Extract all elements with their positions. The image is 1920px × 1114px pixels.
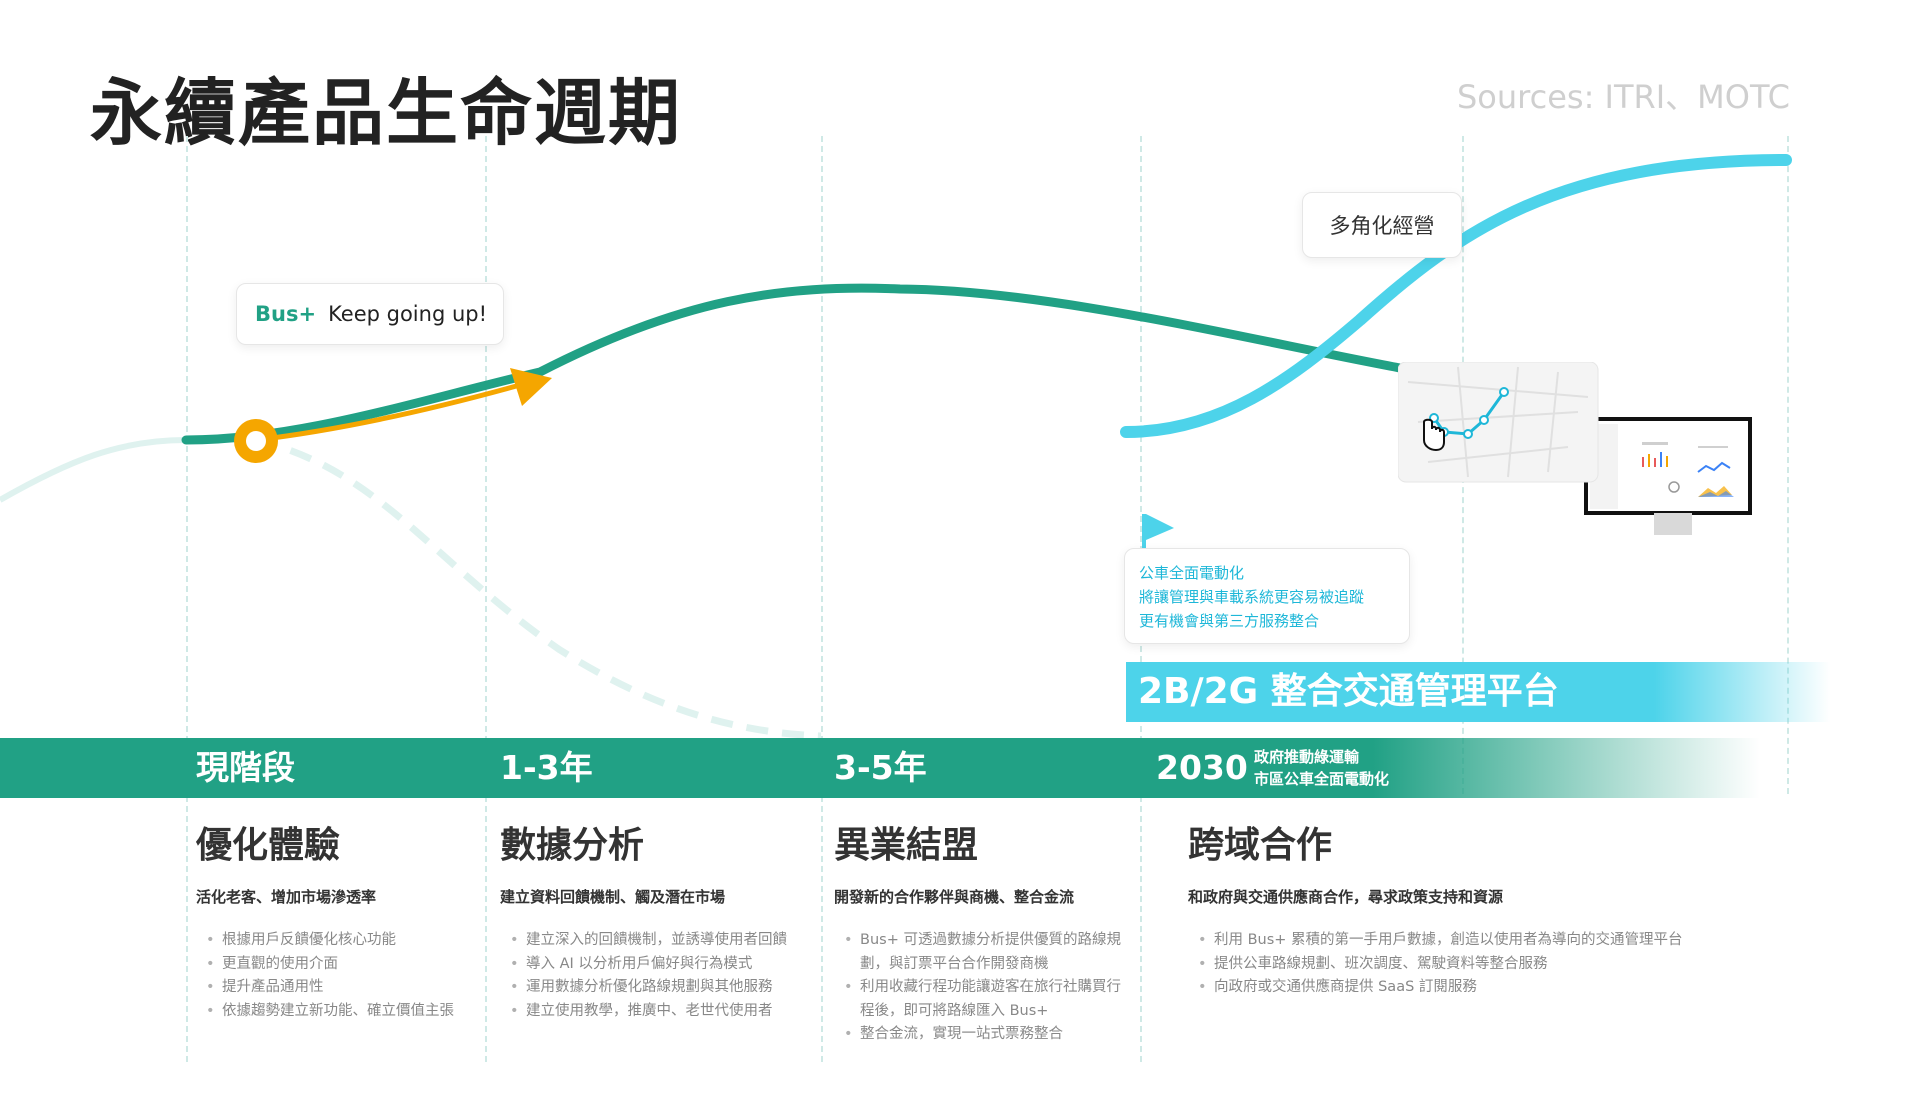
stage-subtitle: 開發新的合作夥伴與商機、整合金流 — [834, 888, 1075, 906]
stage-label-1-3: 1-3年 — [500, 748, 593, 787]
stage-bullets: Bus+ 可透過數據分析提供優質的路線規劃，與訂票平台合作開發商機 利用收藏行程… — [834, 929, 1124, 1047]
bullet-item: 利用收藏行程功能讓遊客在旅行社購買行程後，即可將路線匯入 Bus+ — [844, 976, 1124, 1023]
monitor-icon — [1584, 417, 1752, 535]
guide-line-2 — [485, 136, 487, 1062]
decline-dashed-curve — [255, 436, 822, 740]
stage-label-now: 現階段 — [196, 748, 295, 787]
guide-line-3 — [821, 136, 823, 1062]
bullet-item: 依據趨勢建立新功能、確立價值主張 — [206, 1000, 486, 1024]
stage-2030-note-2: 市區公車全面電動化 — [1254, 770, 1390, 788]
bullet-item: 提升產品通用性 — [206, 976, 486, 1000]
pointer-hand-icon — [1423, 418, 1445, 452]
stage-bullets: 利用 Bus+ 累積的第一手用戶數據，創造以使用者為導向的交通管理平台 提供公車… — [1188, 929, 1748, 1000]
stage-column-2030: 跨域合作 和政府與交通供應商合作，尋求政策支持和資源 利用 Bus+ 累積的第一… — [1188, 816, 1748, 1000]
stage-heading: 優化體驗 — [196, 825, 341, 866]
bus-plus-callout: Bus+ Keep going up! — [236, 283, 504, 345]
platform-growth-curve — [1120, 154, 1792, 438]
stage-column-1-3: 數據分析 建立資料回饋機制、觸及潛在市場 建立深入的回饋機制，並誘導使用者回饋 … — [500, 816, 810, 1023]
stage-subtitle: 和政府與交通供應商合作，尋求政策支持和資源 — [1188, 888, 1504, 906]
bullet-item: 更直觀的使用介面 — [206, 953, 486, 977]
stage-column-now: 優化體驗 活化老客、增加市場滲透率 根據用戶反饋優化核心功能 更直觀的使用介面 … — [196, 816, 486, 1023]
bullet-item: 根據用戶反饋優化核心功能 — [206, 929, 486, 953]
bullet-item: 運用數據分析優化路線規劃與其他服務 — [510, 976, 810, 1000]
bullet-item: 利用 Bus+ 累積的第一手用戶數據，創造以使用者為導向的交通管理平台 — [1198, 929, 1748, 953]
ev-note-line-1: 公車全面電動化 — [1139, 564, 1245, 582]
page-title: 永續產品生命週期 — [90, 71, 683, 155]
map-card — [1398, 362, 1599, 483]
bullet-item: 提供公車路線規劃、班次調度、駕駛資料等整合服務 — [1198, 953, 1748, 977]
stage-label-2030: 2030 — [1156, 748, 1248, 787]
guide-line-1 — [186, 136, 188, 1062]
sources-note: Sources: ITRI、MOTC — [1456, 78, 1790, 116]
product-mockups — [1398, 362, 1752, 535]
platform-label: 2B/2G 整合交通管理平台 — [1138, 671, 1559, 712]
growth-arrow-icon — [510, 368, 552, 406]
stage-subtitle: 活化老客、增加市場滲透率 — [196, 888, 377, 906]
ev-note-line-2: 將讓管理與車載系統更容易被追蹤 — [1139, 588, 1365, 606]
guide-line-6 — [1787, 136, 1789, 794]
previous-cycle-curve — [0, 437, 187, 503]
bullet-item: 整合金流，實現一站式票務整合 — [844, 1023, 1124, 1047]
growth-arrow-line — [255, 382, 521, 443]
stage-heading: 異業結盟 — [834, 825, 979, 866]
stage-heading: 跨域合作 — [1188, 825, 1333, 866]
stage-bullets: 根據用戶反饋優化核心功能 更直觀的使用介面 提升產品通用性 依據趨勢建立新功能、… — [196, 929, 486, 1023]
bullet-item: 向政府或交通供應商提供 SaaS 訂閱服務 — [1198, 976, 1748, 1000]
stage-label-3-5: 3-5年 — [834, 748, 927, 787]
bus-plus-tagline: Keep going up! — [328, 302, 488, 326]
bus-plus-brand: Bus+ — [255, 302, 317, 326]
stage-column-3-5: 異業結盟 開發新的合作夥伴與商機、整合金流 Bus+ 可透過數據分析提供優質的路… — [834, 816, 1124, 1047]
bus-plus-growth-curve — [181, 283, 1405, 445]
bullet-item: Bus+ 可透過數據分析提供優質的路線規劃，與訂票平台合作開發商機 — [844, 929, 1124, 976]
bullet-item: 建立使用教學，推廣中、老世代使用者 — [510, 1000, 810, 1024]
stage-subtitle: 建立資料回饋機制、觸及潛在市場 — [500, 888, 726, 906]
bullet-item: 導入 AI 以分析用戶偏好與行為模式 — [510, 953, 810, 977]
bullet-item: 建立深入的回饋機制，並誘導使用者回饋 — [510, 929, 810, 953]
diversify-callout: 多角化經營 — [1302, 192, 1462, 258]
stage-bullets: 建立深入的回饋機制，並誘導使用者回饋 導入 AI 以分析用戶偏好與行為模式 運用… — [500, 929, 810, 1023]
platform-band — [1126, 662, 1830, 722]
ev-note-line-3: 更有機會與第三方服務整合 — [1139, 612, 1320, 630]
flag-icon — [1142, 514, 1174, 558]
stage-2030-notes: 政府推動綠運輸 市區公車全面電動化 — [1254, 746, 1389, 790]
ev-note-callout: 公車全面電動化 將讓管理與車載系統更容易被追蹤 更有機會與第三方服務整合 — [1124, 548, 1410, 644]
stage-2030-note-1: 政府推動綠運輸 — [1254, 748, 1360, 766]
timeline-band — [0, 738, 1760, 798]
stage-heading: 數據分析 — [500, 825, 645, 866]
